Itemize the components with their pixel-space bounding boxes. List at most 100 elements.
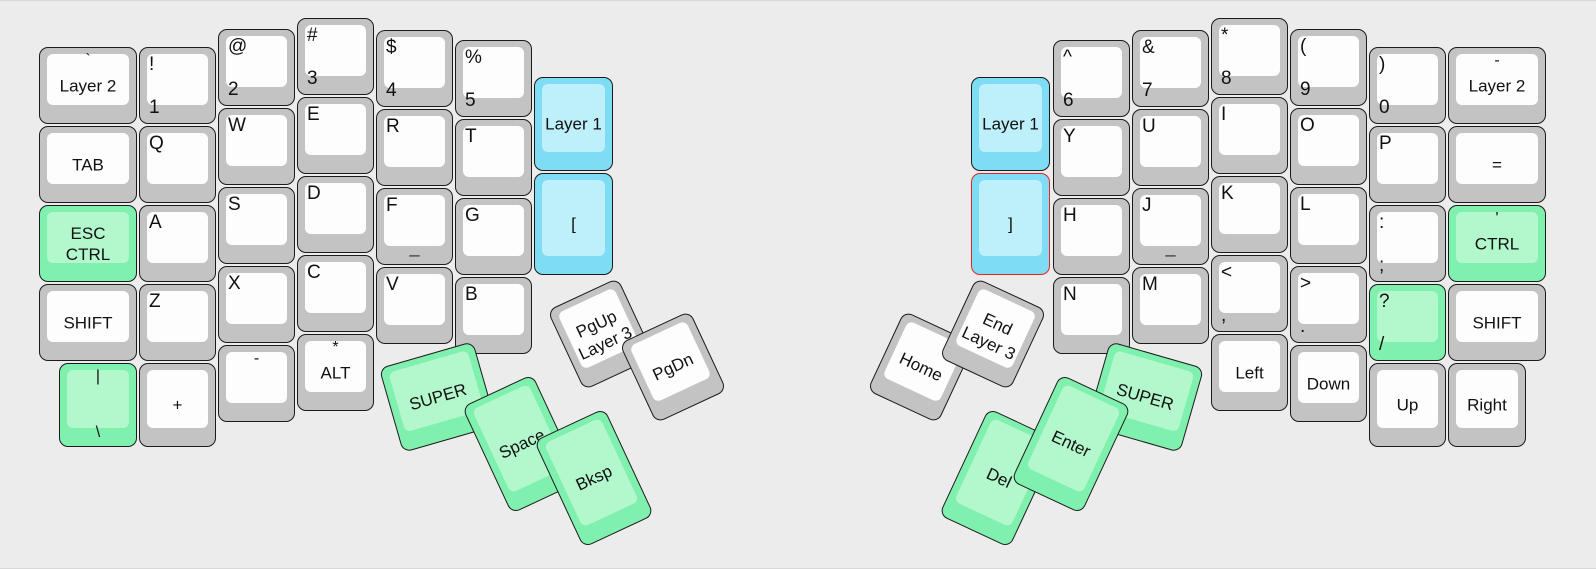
- key-r[interactable]: R: [376, 109, 453, 186]
- key-legend-bottom-left: ,: [1221, 305, 1227, 326]
- key-legend-top-left: N: [1063, 284, 1077, 305]
- key-f[interactable]: F_: [376, 188, 453, 265]
- key-left[interactable]: Left: [1211, 334, 1288, 411]
- key-cap: [1298, 194, 1359, 245]
- key-5[interactable]: %5: [455, 40, 532, 117]
- key-t[interactable]: T: [455, 119, 532, 196]
- key-u[interactable]: U: [1132, 109, 1209, 186]
- key-layer-2[interactable]: -Layer 2: [1448, 47, 1546, 124]
- key-cap: [1219, 25, 1280, 76]
- key-8[interactable]: *8: [1211, 18, 1288, 95]
- key-layer-1[interactable]: Layer 1: [971, 77, 1050, 171]
- key-4[interactable]: $4: [376, 30, 453, 107]
- key-b[interactable]: B: [455, 277, 532, 354]
- key-[interactable]: ?/: [1369, 284, 1446, 361]
- key-cap: [1298, 352, 1359, 403]
- key-legend-main: ALT: [320, 363, 351, 382]
- key-right[interactable]: Right: [1448, 363, 1526, 447]
- key-legend-main: Up: [1396, 395, 1419, 415]
- key-legend-top-left: >: [1300, 273, 1312, 294]
- key-legend-bottom-left: 0: [1379, 97, 1390, 118]
- key-2[interactable]: @2: [218, 29, 295, 106]
- key-cap: [1061, 47, 1122, 98]
- key-[interactable]: =: [1448, 126, 1546, 203]
- key-legend-main: [: [571, 214, 576, 234]
- key-legend-bottom-left: 8: [1221, 68, 1232, 89]
- key-l[interactable]: L: [1290, 187, 1367, 264]
- key-alt[interactable]: *ALT: [297, 334, 374, 411]
- key-cap: [1140, 195, 1201, 246]
- key-i[interactable]: I: [1211, 97, 1288, 174]
- key-[interactable]: ]: [971, 173, 1050, 275]
- key-legend-main: ]: [1008, 214, 1013, 234]
- key-[interactable]: >.: [1290, 266, 1367, 343]
- key-s[interactable]: S: [218, 187, 295, 264]
- key-cap: [1061, 126, 1122, 177]
- key-cap: [147, 291, 208, 342]
- key-a[interactable]: A: [139, 205, 216, 282]
- key-legend-top-left: H: [1063, 205, 1077, 226]
- key-legend-main: CTRL: [1474, 234, 1520, 253]
- key-w[interactable]: W: [218, 108, 295, 185]
- key-legend-bottom-left: /: [1379, 334, 1385, 355]
- key-cap: [305, 341, 366, 392]
- key-[interactable]: :;: [1369, 205, 1446, 282]
- key-y[interactable]: Y: [1053, 119, 1130, 196]
- key-legend-top-left: E: [307, 104, 320, 125]
- key-0[interactable]: )0: [1369, 47, 1446, 124]
- key-legend-top-left: #: [307, 25, 318, 46]
- key-[interactable]: |\: [59, 363, 137, 447]
- key-d[interactable]: D: [297, 176, 374, 253]
- key-m[interactable]: M: [1132, 267, 1209, 344]
- key-shift[interactable]: SHIFT: [39, 284, 137, 361]
- key-legend-top-left: *: [1221, 25, 1229, 46]
- key-cap: [384, 195, 445, 246]
- key-layer-2[interactable]: `Layer 2: [39, 47, 137, 124]
- key-7[interactable]: &7: [1132, 30, 1209, 107]
- key-j[interactable]: J_: [1132, 188, 1209, 265]
- key-cap: [1377, 212, 1438, 263]
- key-cap: [147, 212, 208, 263]
- key-e[interactable]: E: [297, 97, 374, 174]
- key-legend-top-left: W: [228, 115, 246, 136]
- key-legend-bottom-center: \: [95, 424, 101, 441]
- key-6[interactable]: ^6: [1053, 40, 1130, 117]
- key-v[interactable]: V: [376, 267, 453, 344]
- key-cap: [305, 183, 366, 234]
- key-o[interactable]: O: [1290, 108, 1367, 185]
- key-[interactable]: <,: [1211, 255, 1288, 332]
- key-legend-top-left: R: [386, 116, 400, 137]
- key-down[interactable]: Down: [1290, 345, 1367, 422]
- key-shift[interactable]: SHIFT: [1448, 284, 1546, 361]
- key-c[interactable]: C: [297, 255, 374, 332]
- key-legend-main: Left: [1235, 363, 1264, 382]
- key-layer-1[interactable]: Layer 1: [534, 77, 613, 171]
- key-legend-bottom-left: 5: [465, 90, 476, 111]
- key-[interactable]: +: [139, 363, 216, 447]
- key-k[interactable]: K: [1211, 176, 1288, 253]
- key-legend-top-left: X: [228, 273, 241, 294]
- key-n[interactable]: N: [1053, 277, 1130, 354]
- key-p[interactable]: P: [1369, 126, 1446, 203]
- key-cap: [1377, 291, 1438, 342]
- key-[interactable]: [: [534, 173, 613, 275]
- key-g[interactable]: G: [455, 198, 532, 275]
- key-legend-top-left: D: [307, 183, 321, 204]
- key-legend-top-left: M: [1142, 274, 1158, 295]
- key-legend-top-left: Q: [149, 133, 164, 154]
- key-ctrl[interactable]: 'CTRL: [1448, 205, 1546, 282]
- key-x[interactable]: X: [218, 266, 295, 343]
- key-up[interactable]: Up: [1369, 363, 1446, 447]
- key-3[interactable]: #3: [297, 18, 374, 95]
- key-tab[interactable]: TAB: [39, 126, 137, 203]
- key-q[interactable]: Q: [139, 126, 216, 203]
- key-9[interactable]: (9: [1290, 29, 1367, 106]
- key-1[interactable]: !1: [139, 47, 216, 124]
- key-legend-bottom-left: 3: [307, 68, 318, 89]
- key-[interactable]: -: [218, 345, 295, 422]
- key-z[interactable]: Z: [139, 284, 216, 361]
- key-h[interactable]: H: [1053, 198, 1130, 275]
- key-legend-top-left: C: [307, 262, 321, 283]
- key-cap: [47, 212, 129, 263]
